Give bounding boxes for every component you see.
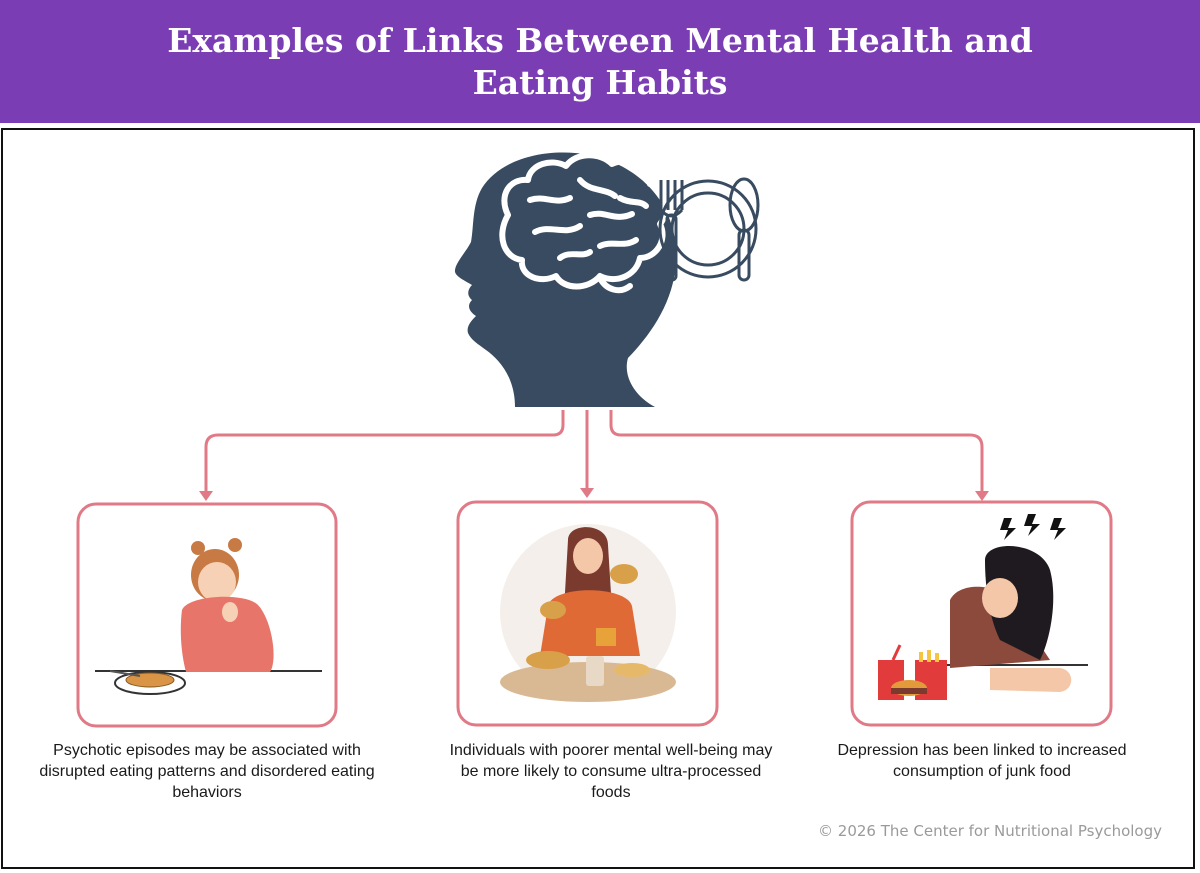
stress-bolt-icon <box>1000 518 1016 540</box>
card-psychotic-episodes <box>76 502 338 728</box>
card-ultra-processed <box>456 500 719 727</box>
stress-bolt-icon <box>1024 514 1040 536</box>
woman-headache-junk-food-illustration <box>878 514 1088 700</box>
page-title: Examples of Links Between Mental Health … <box>167 20 1033 102</box>
connector-left <box>204 410 565 497</box>
card-depression-junk-food <box>850 500 1113 727</box>
caption-ultra-processed: Individuals with poorer mental well-bein… <box>449 742 773 801</box>
stress-bolt-icon <box>1050 518 1066 540</box>
copyright-notice: © 2026 The Center for Nutritional Psycho… <box>818 822 1162 840</box>
arrowhead-middle <box>580 488 594 498</box>
arrowhead-left <box>199 491 213 501</box>
caption-psychotic-episodes: Psychotic episodes may be associated wit… <box>39 742 375 801</box>
sad-woman-with-spaghetti-illustration <box>95 538 322 695</box>
connector-right <box>609 410 984 497</box>
woman-eating-burgers-fast-food-illustration <box>500 524 676 702</box>
arrowhead-right <box>975 491 989 501</box>
head-silhouette-icon <box>454 152 677 407</box>
title-banner: Examples of Links Between Mental Health … <box>0 0 1200 123</box>
caption-depression-junk-food: Depression has been linked to increased … <box>837 742 1127 780</box>
content-frame <box>1 128 1195 869</box>
fork-plate-spoon-icon <box>658 177 760 282</box>
connector-arrows <box>199 410 989 501</box>
